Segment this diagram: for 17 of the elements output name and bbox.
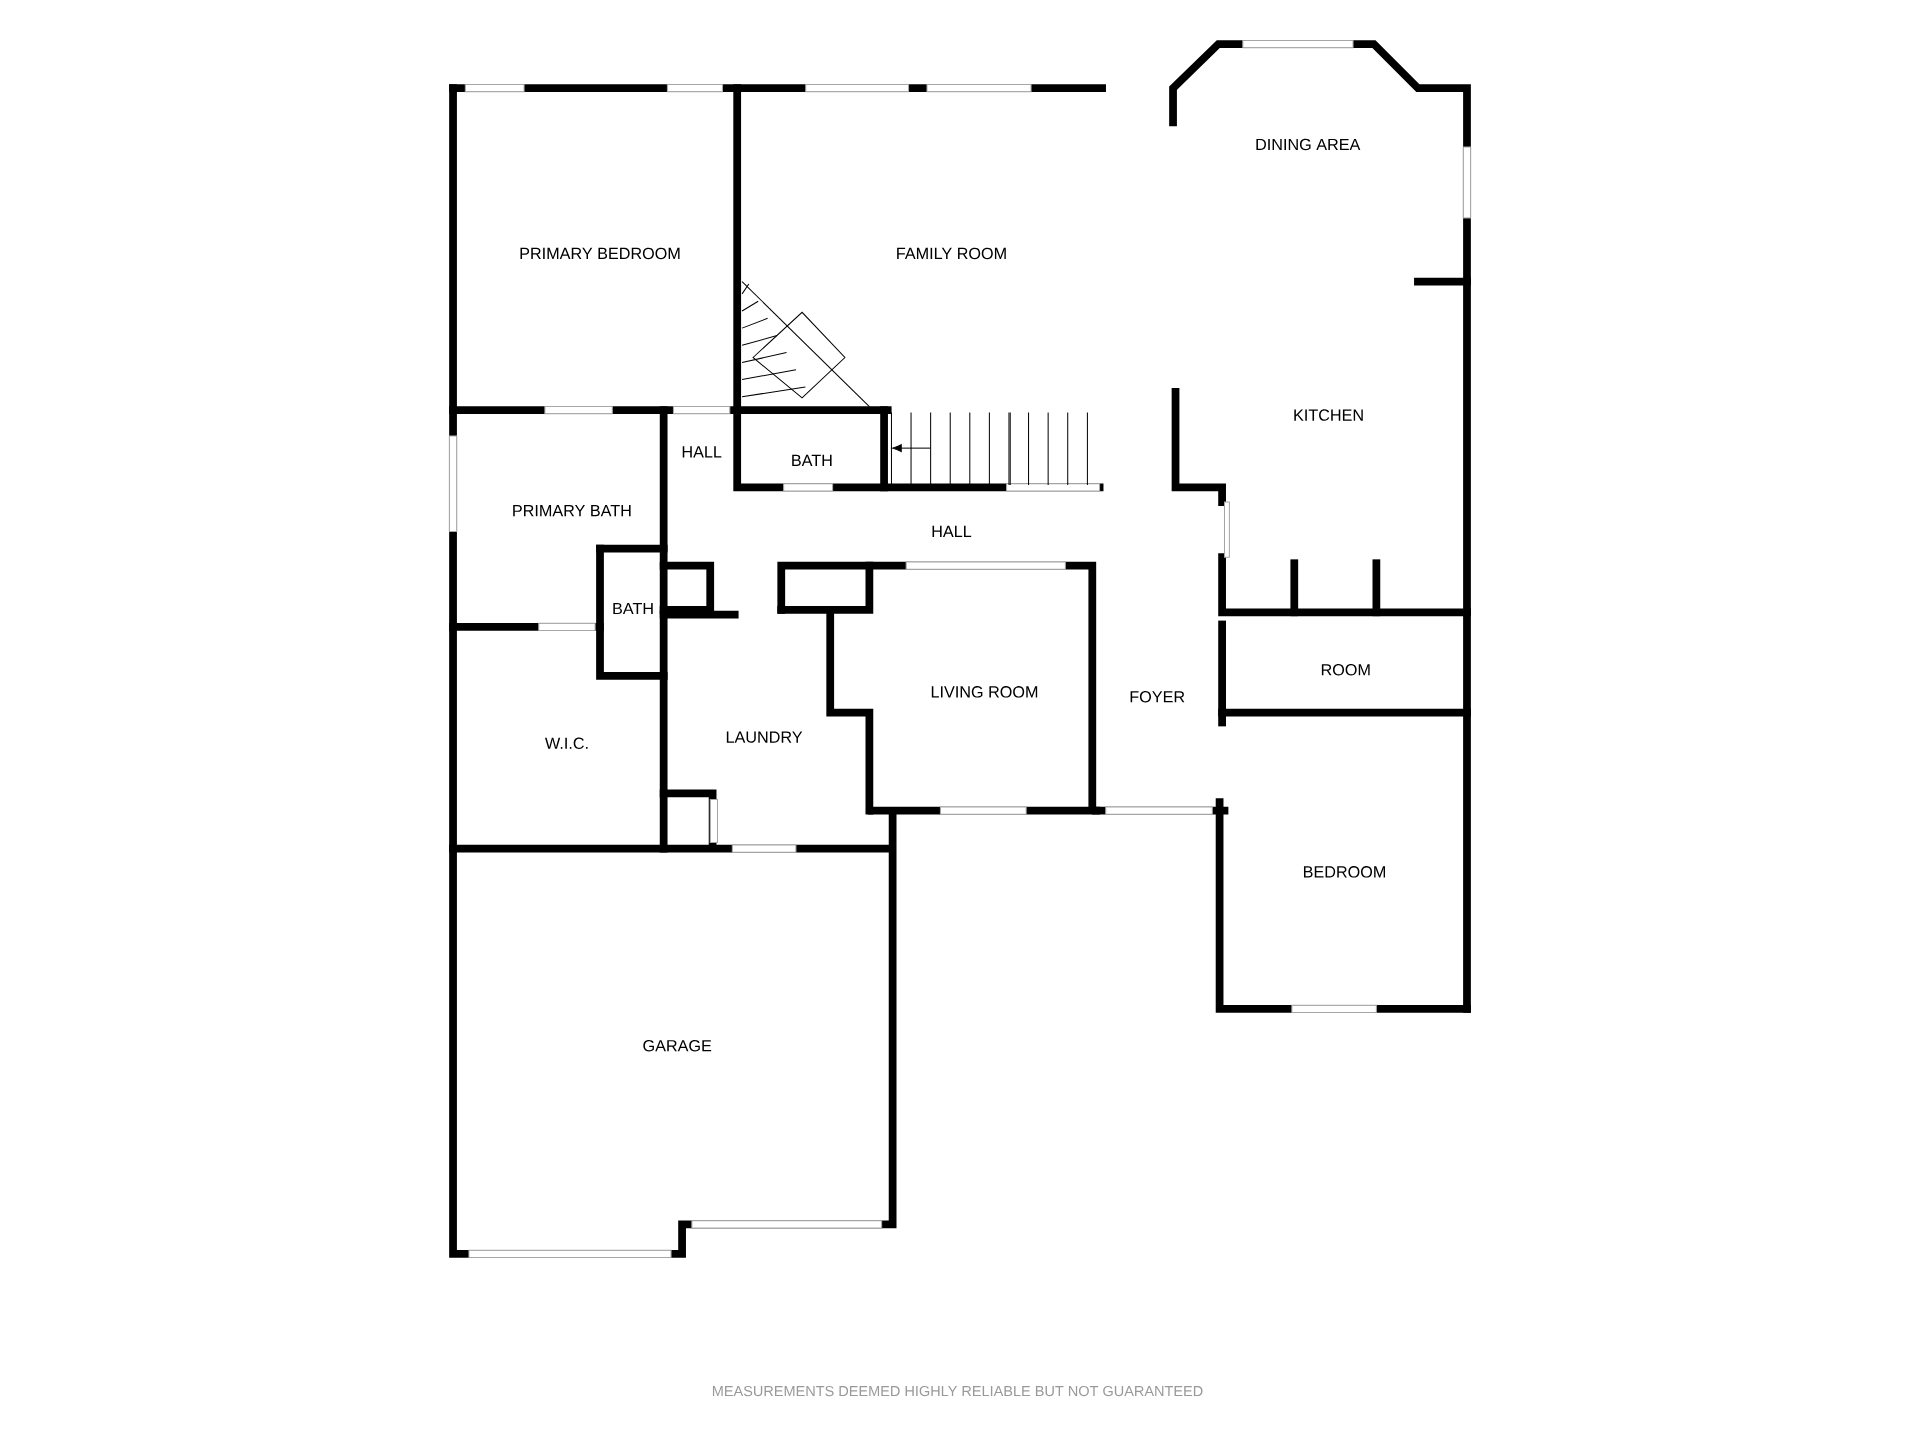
room-label: KITCHEN [1294,409,1363,421]
footnote-text: MEASUREMENTS DEEMED HIGHLY RELIABLE BUT NOT GUARANTEED [712,1385,1203,1397]
room-label: PRIMARY BEDROOM [520,247,680,260]
room-label: PRIMARY BATH [513,505,631,517]
room-label: W.I.C. [545,737,588,749]
room-label: HALL [682,446,722,458]
room-label: FOYER [1130,691,1185,703]
room-label: ROOM [1321,664,1370,676]
room-label: LIVING ROOM [931,686,1038,698]
room-label: DINING AREA [1256,138,1361,151]
room-label: FAMILY ROOM [897,247,1006,260]
room-label: BATH [792,454,832,466]
room-label: BEDROOM [1304,866,1385,878]
room-label: HALL [932,525,972,537]
room-label: BATH [613,602,653,615]
room-label: GARAGE [643,1040,712,1052]
room-label: LAUNDRY [726,731,803,743]
